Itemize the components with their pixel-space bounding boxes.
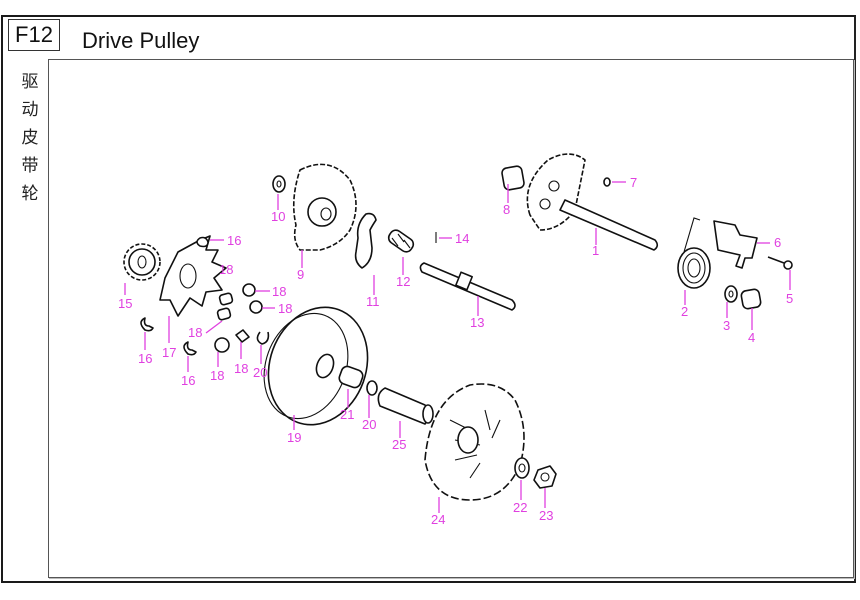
callout-label: 11 xyxy=(366,294,380,309)
page-title: Drive Pulley xyxy=(82,28,200,53)
part-18-roller[interactable] xyxy=(216,307,232,321)
callout-label: 13 xyxy=(470,315,484,330)
part-21-collar[interactable] xyxy=(338,365,365,389)
part-16-clip[interactable] xyxy=(140,317,154,332)
part-11-clip[interactable] xyxy=(354,212,377,269)
part-2-return-spring[interactable] xyxy=(677,217,711,289)
part-4-bushing[interactable] xyxy=(740,288,762,310)
callout-label: 3 xyxy=(723,318,730,333)
cn-char: 驱 xyxy=(21,72,39,91)
part-15-gear[interactable] xyxy=(123,243,161,281)
part-18-roller[interactable] xyxy=(214,337,230,353)
callout-label: 1 xyxy=(592,243,599,258)
callout-label: 18 xyxy=(278,301,292,316)
callout-label: 16 xyxy=(181,373,195,388)
callout-label: 18 xyxy=(272,284,286,299)
callout-label: 17 xyxy=(162,345,176,360)
callout-label: 15 xyxy=(118,296,132,311)
page-frame xyxy=(1,15,856,583)
part-18-roller[interactable] xyxy=(235,329,250,343)
callout-label: 2 xyxy=(681,304,688,319)
part-25-sleeve[interactable] xyxy=(377,387,434,425)
chinese-title: 驱 动 皮 带 轮 xyxy=(18,68,42,208)
callout-label: 12 xyxy=(396,274,410,289)
part-16-clip[interactable] xyxy=(183,341,197,356)
callout-label: 22 xyxy=(513,500,527,515)
part-24-fan-face[interactable] xyxy=(424,383,525,501)
callout-label: 14 xyxy=(455,231,469,246)
part-12-spring[interactable] xyxy=(386,228,415,254)
callout-label: 7 xyxy=(630,175,637,190)
callout-label: 10 xyxy=(271,209,285,224)
callout-label: 4 xyxy=(748,330,755,345)
part-22-washer[interactable] xyxy=(514,457,530,479)
callout-label: 24 xyxy=(431,512,445,527)
callout-label: 8 xyxy=(503,202,510,217)
part-18-roller[interactable] xyxy=(242,283,256,297)
callout-label: 21 xyxy=(340,407,354,422)
part-9-driven-gear[interactable] xyxy=(292,163,357,251)
cn-char: 皮 xyxy=(21,128,39,147)
callout-label: 18 xyxy=(188,325,202,340)
callout-label: 16 xyxy=(138,351,152,366)
callout-label: 16 xyxy=(227,233,241,248)
part-20-ring[interactable] xyxy=(366,380,378,396)
part-5-bolt[interactable] xyxy=(767,256,793,270)
part-16-clip[interactable] xyxy=(196,236,209,248)
callout-label: 9 xyxy=(297,267,304,282)
part-18-roller[interactable] xyxy=(218,292,234,306)
part-17-ramp-plate[interactable] xyxy=(159,235,227,317)
callout-labels: 1 2 3 4 5 6 7 8 9 10 11 12 13 14 15 16 1… xyxy=(118,175,793,527)
cn-char: 轮 xyxy=(21,184,39,203)
part-13-shaft[interactable] xyxy=(419,262,516,311)
cn-char: 动 xyxy=(21,100,39,119)
diagram-frame xyxy=(48,59,854,578)
callout-label: 5 xyxy=(786,291,793,306)
callout-label: 23 xyxy=(539,508,553,523)
callout-label: 20 xyxy=(362,417,376,432)
part-7-clip[interactable] xyxy=(603,177,611,187)
callout-label: 18 xyxy=(210,368,224,383)
part-19-drive-face[interactable] xyxy=(250,293,384,439)
cn-char: 带 xyxy=(21,156,39,175)
part-23-nut[interactable] xyxy=(533,465,557,489)
callout-label: 18 xyxy=(219,262,233,277)
callout-label: 25 xyxy=(392,437,406,452)
callout-label: 6 xyxy=(774,235,781,250)
part-10-washer[interactable] xyxy=(272,175,286,193)
part-6-guide-plate[interactable] xyxy=(713,220,758,269)
callout-label: 19 xyxy=(287,430,301,445)
part-20-clip[interactable] xyxy=(256,331,270,345)
callout-label: 20 xyxy=(253,365,267,380)
part-8-bushing[interactable] xyxy=(501,165,525,191)
part-3-washer[interactable] xyxy=(724,285,738,303)
part-18-roller[interactable] xyxy=(249,300,263,314)
section-code: F12 xyxy=(8,19,60,51)
callout-label: 18 xyxy=(234,361,248,376)
part-1-kick-spindle[interactable] xyxy=(526,153,659,251)
